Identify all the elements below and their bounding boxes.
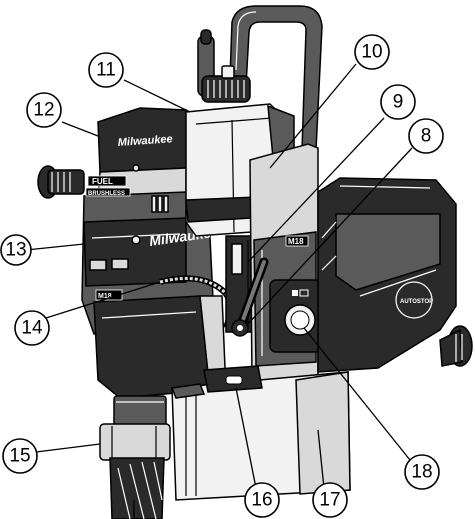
autostop-label: AUTOSTOP [400,299,433,305]
callout-11: 11 [88,52,124,88]
brand-label-top: Milwaukee [117,133,173,149]
callout-label: 16 [251,490,272,511]
fuel-badge: FUEL BRUSHLESS [85,175,131,197]
callout-15: 15 [2,438,38,474]
carriage-column [185,103,295,333]
callout-13: 13 [0,234,32,266]
magnetic-base [170,365,351,501]
callout-12: 12 [26,92,62,128]
callout-label: 9 [393,92,404,113]
callout-label: 10 [361,42,382,63]
callout-label: 13 [5,240,26,261]
side-knob [37,165,85,199]
callout-14: 14 [14,310,50,346]
brand-badge-top: Milwaukee [117,133,173,149]
brushless-label: BRUSHLESS [88,191,125,197]
lock-knob [439,325,473,367]
callout-label: 15 [9,446,30,467]
plate-label: M18 [98,293,112,300]
callout-label: 17 [319,490,340,511]
gearbox-housing: M18 [93,289,227,399]
callout-16: 16 [244,482,280,518]
callout-label: 12 [33,100,54,121]
fuel-label: FUEL [92,177,113,186]
callout-17: 17 [312,482,348,518]
feed-lever [231,257,269,337]
leader-lines [25,63,413,489]
callout-9: 9 [380,84,416,120]
battery-compartment: AUTOSTOP [317,177,457,373]
callout-label: 18 [411,462,432,483]
annular-cutter [109,457,165,519]
m18-label: M18 [288,237,304,246]
callout-8: 8 [408,118,444,154]
callout-label: 11 [96,60,116,81]
callout-label: 8 [421,126,432,147]
callout-10: 10 [354,34,390,70]
coolant-cap [201,65,251,103]
arbor [99,395,171,461]
callout-label: 14 [21,318,43,339]
callout-18: 18 [404,454,440,490]
